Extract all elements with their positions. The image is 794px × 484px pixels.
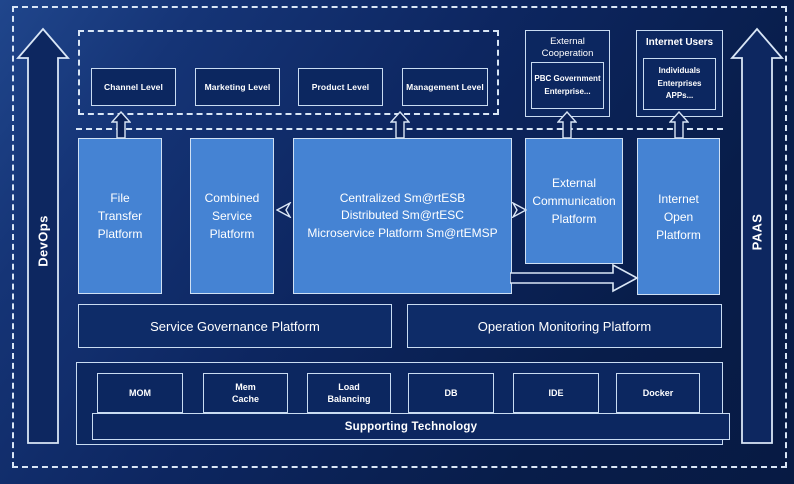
devops-rail-label: DevOps <box>35 215 51 267</box>
service-governance-platform-box: Service Governance Platform <box>78 304 392 348</box>
service-governance-platform-label: Service Governance Platform <box>150 318 320 334</box>
channel-level-box: Channel Level <box>91 68 176 106</box>
combined-service-platform-box: Combined Service Platform <box>190 138 274 294</box>
internet-open-platform-label: Internet Open Platform <box>656 191 701 242</box>
tech-ide-box: IDE <box>513 373 599 413</box>
supporting-technology-label: Supporting Technology <box>344 420 478 433</box>
tech-db-label: DB <box>444 387 458 398</box>
marketing-level-box: Marketing Level <box>195 68 280 106</box>
external-cooperation-members-box: PBC Government Enterprise... <box>531 62 604 109</box>
file-transfer-platform-box: File Transfer Platform <box>78 138 162 294</box>
internet-open-platform-box: Internet Open Platform <box>637 138 720 295</box>
internet-users-title: Internet Users <box>645 37 714 48</box>
esb-core-platform-box: Centralized Sm@rtESB Distributed Sm@rtES… <box>293 138 512 294</box>
flow-up-arrow-icon <box>390 111 410 139</box>
tech-load-balancing-box: Load Balancing <box>307 373 391 413</box>
flow-long-right-arrow-icon <box>510 263 639 293</box>
management-level-label: Management Level <box>406 82 484 92</box>
supporting-technology-bar: Supporting Technology <box>92 413 730 440</box>
tech-mom-box: MOM <box>97 373 183 413</box>
management-level-box: Management Level <box>402 68 488 106</box>
esb-core-platform-label: Centralized Sm@rtESB Distributed Sm@rtES… <box>307 190 498 240</box>
tech-load-balancing-label: Load Balancing <box>327 381 371 404</box>
external-communication-platform-box: External Communication Platform <box>525 138 623 264</box>
external-cooperation-members: PBC Government Enterprise... <box>534 74 601 96</box>
marketing-level-label: Marketing Level <box>204 82 271 92</box>
flow-up-arrow-icon <box>669 111 689 139</box>
tech-mem-cache-box: Mem Cache <box>203 373 288 413</box>
levels-group-border <box>78 30 499 115</box>
internet-users-box: Internet Users Individuals Enterprises A… <box>636 30 723 117</box>
paas-up-arrow-icon <box>730 27 784 444</box>
tech-db-box: DB <box>408 373 494 413</box>
flow-left-arrow-icon <box>276 202 292 218</box>
operation-monitoring-platform-label: Operation Monitoring Platform <box>477 318 652 334</box>
tech-docker-box: Docker <box>616 373 700 413</box>
flow-right-arrow-icon <box>511 202 527 218</box>
combined-service-platform-label: Combined Service Platform <box>204 191 260 241</box>
product-level-box: Product Level <box>298 68 383 106</box>
product-level-label: Product Level <box>311 82 370 92</box>
channel-level-label: Channel Level <box>104 82 163 92</box>
external-communication-platform-label: External Communication Platform <box>532 176 616 226</box>
file-transfer-platform-label: File Transfer Platform <box>97 191 143 241</box>
operation-monitoring-platform-box: Operation Monitoring Platform <box>407 304 722 348</box>
tech-ide-label: IDE <box>548 387 564 398</box>
internet-users-members-box: Individuals Enterprises APPs... <box>643 58 716 110</box>
devops-up-arrow-icon <box>16 27 70 444</box>
external-cooperation-title: External Cooperation <box>541 36 594 60</box>
flow-up-arrow-icon <box>111 111 131 139</box>
paas-rail-label: PAAS <box>749 213 765 251</box>
internet-users-members: Individuals Enterprises APPs... <box>657 66 702 101</box>
tech-docker-label: Docker <box>642 387 674 398</box>
tech-mem-cache-label: Mem Cache <box>231 381 259 404</box>
flow-up-arrow-icon <box>557 111 577 139</box>
diagram-outer-border <box>12 6 787 468</box>
tech-mom-label: MOM <box>129 387 151 398</box>
external-cooperation-box: External Cooperation PBC Government Ente… <box>525 30 610 117</box>
